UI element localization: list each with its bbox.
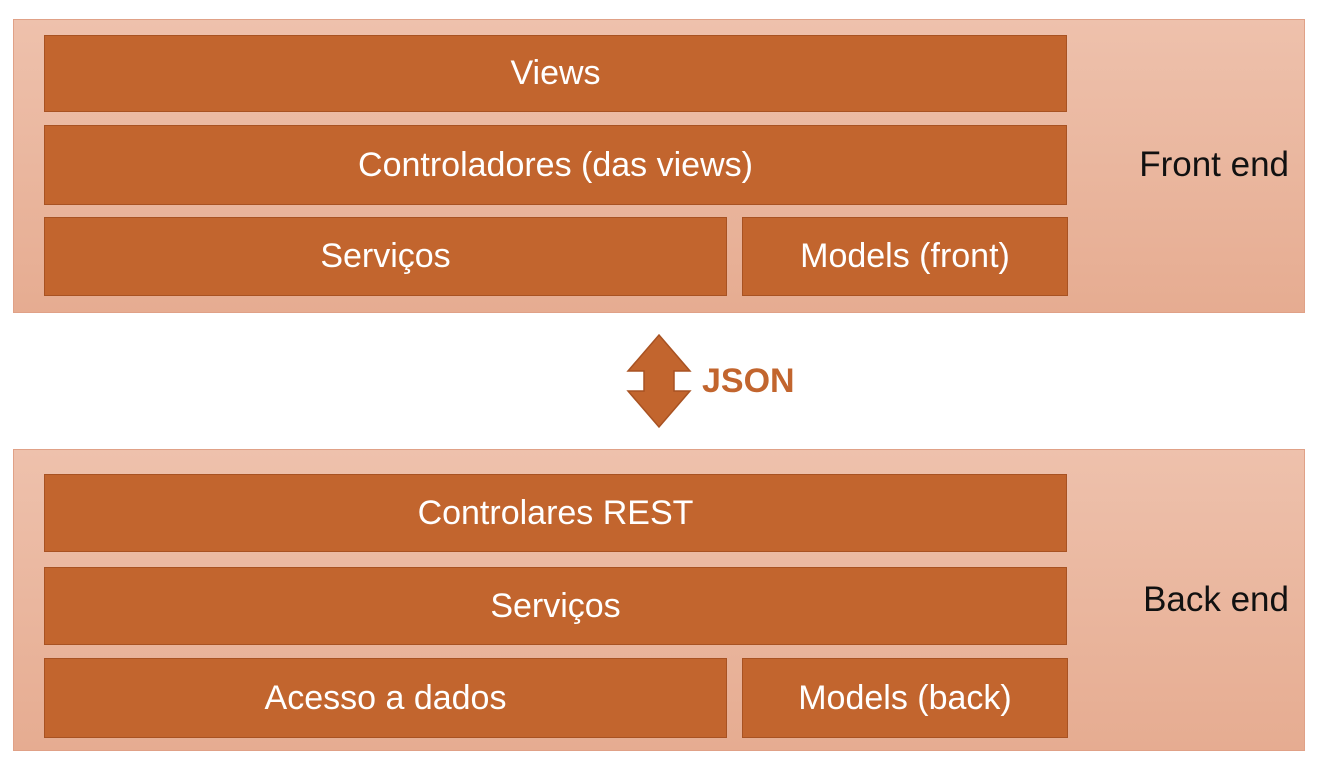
data-access-layer: Acesso a dados bbox=[44, 658, 727, 738]
back-end-label: Back end bbox=[1143, 580, 1289, 619]
front-controllers-layer-label: Controladores (das views) bbox=[358, 145, 753, 184]
json-label: JSON bbox=[702, 362, 795, 400]
back-models-layer: Models (back) bbox=[742, 658, 1068, 738]
rest-controllers-layer: Controlares REST bbox=[44, 474, 1067, 552]
back-models-layer-label: Models (back) bbox=[798, 678, 1012, 717]
front-services-layer-label: Serviços bbox=[320, 237, 451, 275]
front-services-layer: Serviços bbox=[44, 217, 727, 296]
front-end-panel: Views Controladores (das views) Serviços… bbox=[13, 19, 1305, 313]
back-end-panel: Controlares REST Serviços Acesso a dados… bbox=[13, 449, 1305, 751]
double-headed-vertical-arrow-icon bbox=[626, 333, 692, 429]
front-controllers-layer: Controladores (das views) bbox=[44, 125, 1067, 205]
views-layer: Views bbox=[44, 35, 1067, 112]
data-access-layer-label: Acesso a dados bbox=[264, 678, 507, 717]
front-models-layer: Models (front) bbox=[742, 217, 1068, 296]
front-models-layer-label: Models (front) bbox=[800, 237, 1010, 275]
views-layer-label: Views bbox=[510, 54, 601, 92]
rest-controllers-layer-label: Controlares REST bbox=[417, 493, 694, 532]
back-services-layer: Serviços bbox=[44, 567, 1067, 645]
back-services-layer-label: Serviços bbox=[490, 586, 621, 625]
front-end-label: Front end bbox=[1139, 145, 1289, 184]
